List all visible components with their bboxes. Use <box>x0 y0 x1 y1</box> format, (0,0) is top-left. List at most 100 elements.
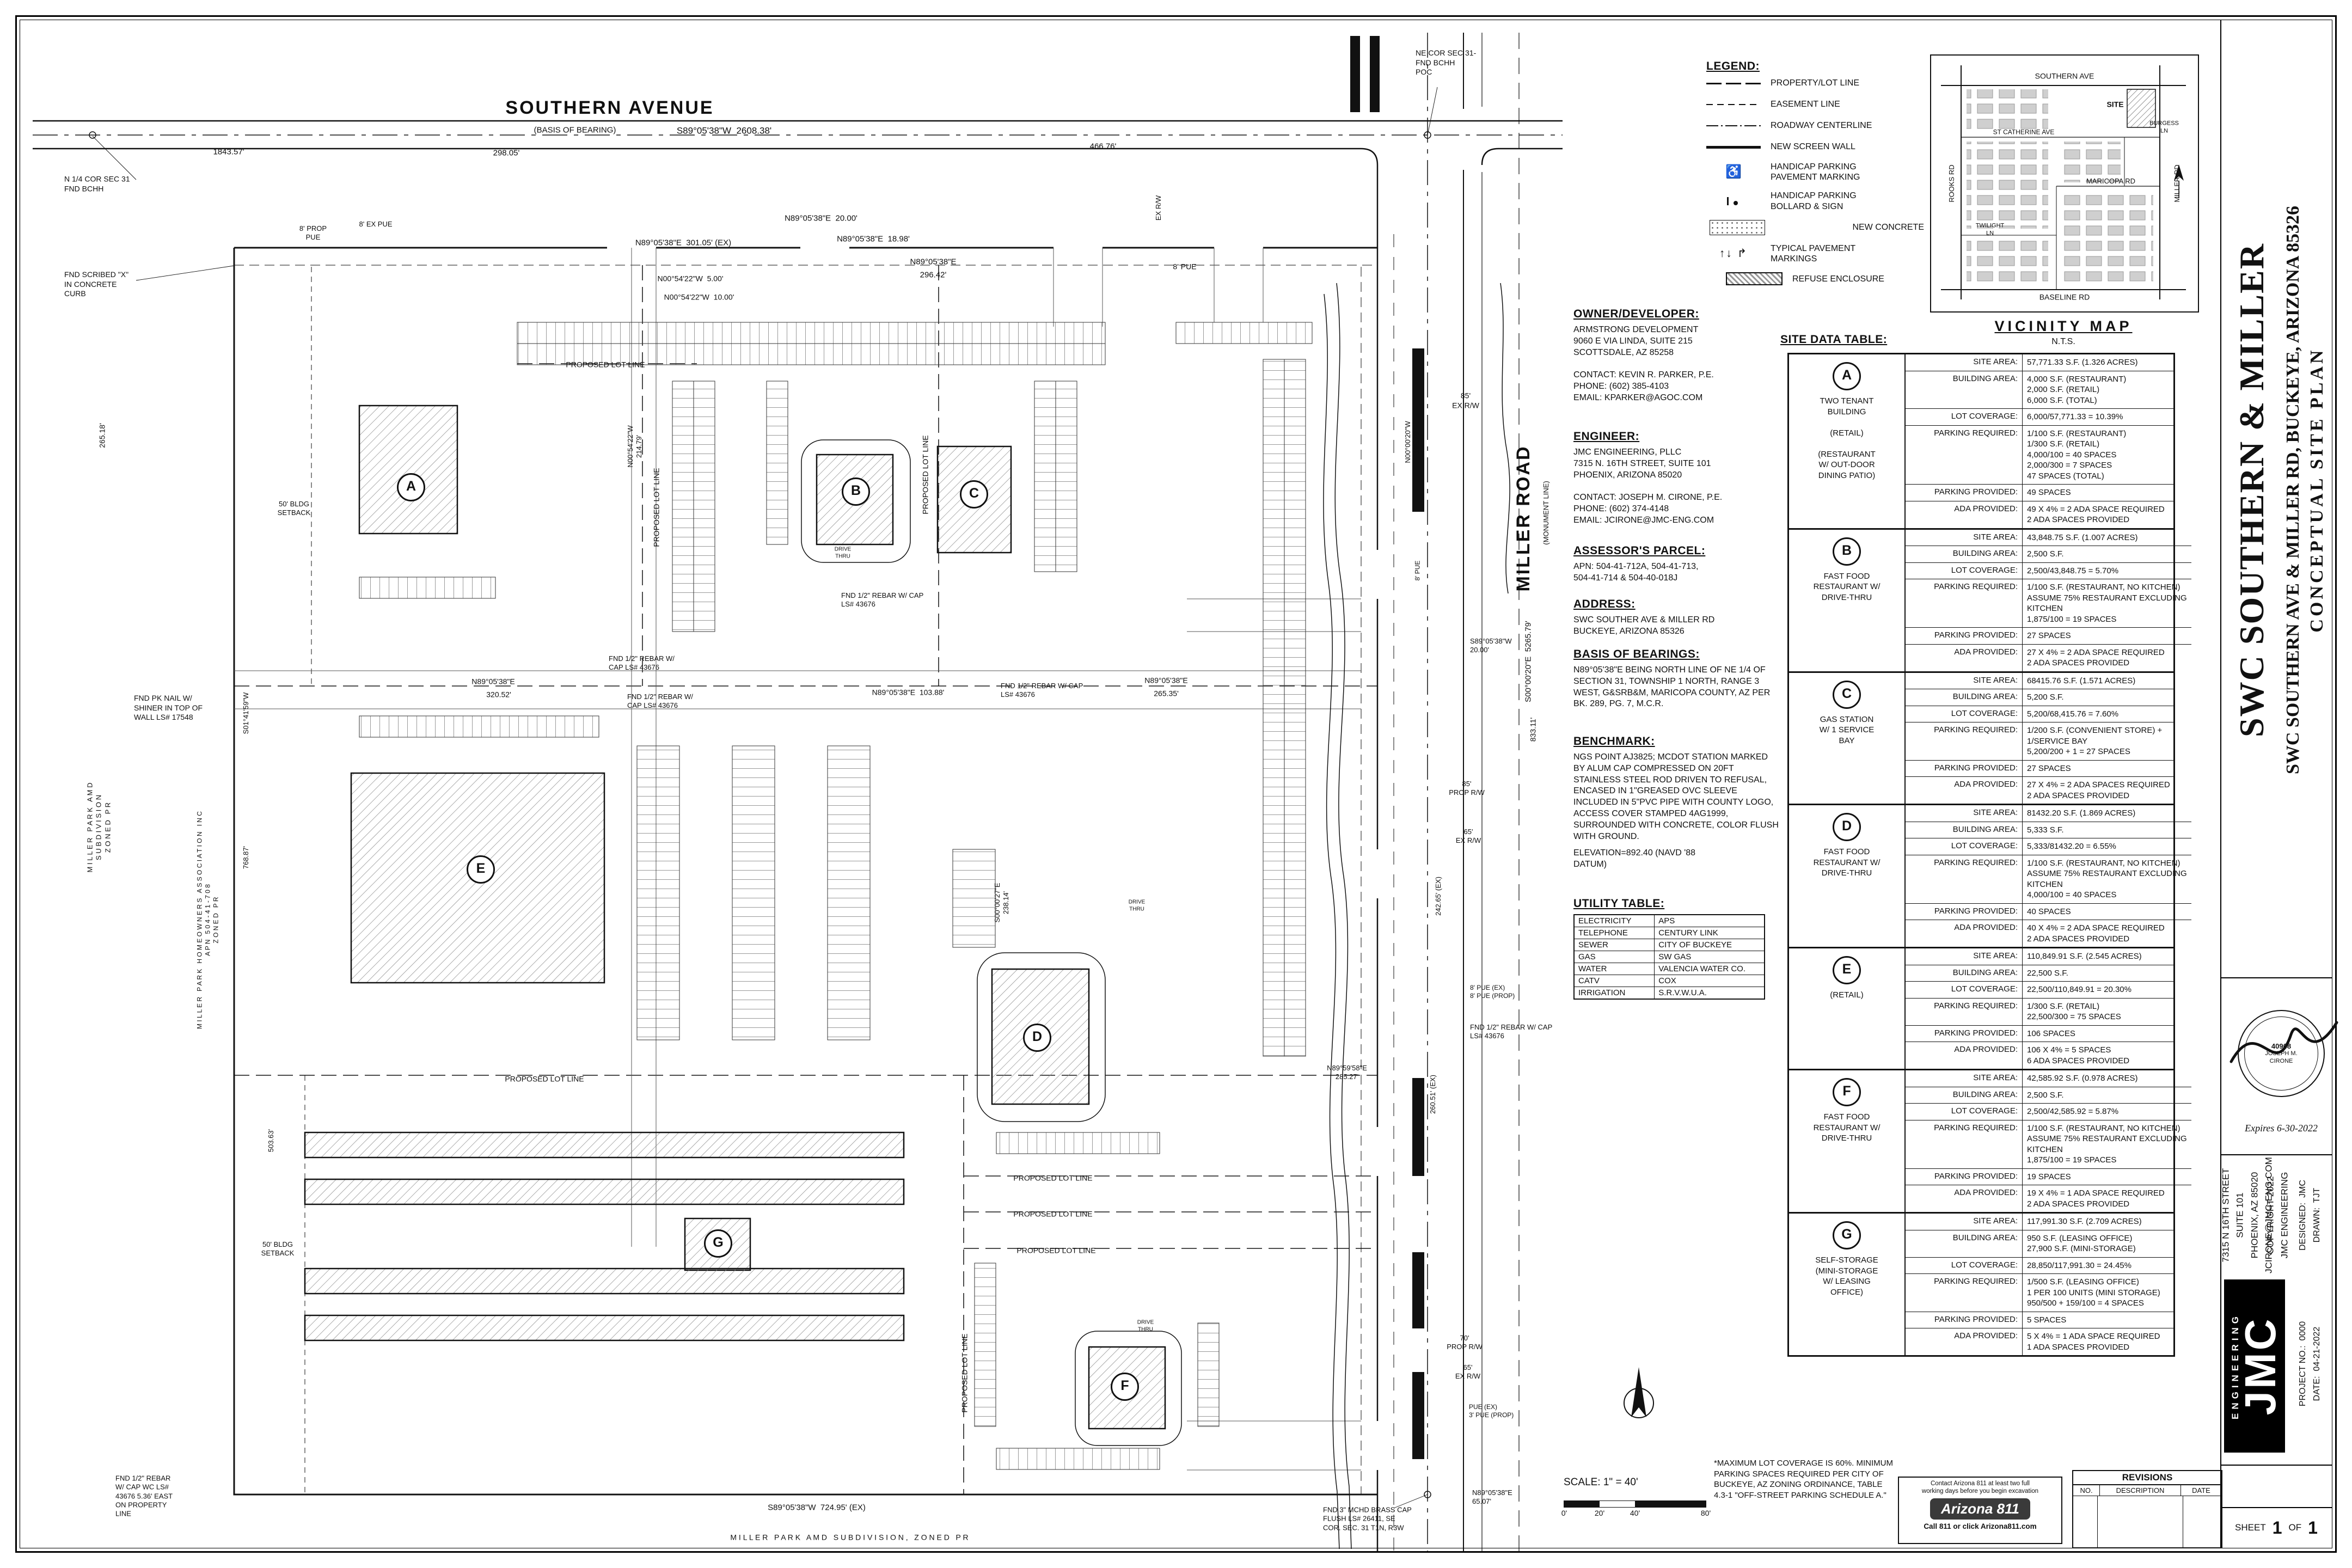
strip-line <box>2220 1154 2332 1155</box>
legend-item-label: REFUSE ENCLOSURE <box>1792 274 1884 284</box>
field-label: SITE AREA: <box>1906 354 2023 371</box>
owner-heading: OWNER/DEVELOPER: <box>1573 308 1699 320</box>
plan-annotation: FND PK NAIL W/ SHINER IN TOP OF WALL LS#… <box>134 693 203 721</box>
project-title: SWC SOUTHERN & MILLER <box>2232 243 2271 737</box>
field-label: BUILDING AREA: <box>1906 1230 2023 1257</box>
plan-annotation: N00°00'20"W 195.79' <box>1403 421 1420 463</box>
benchmark-heading: BENCHMARK: <box>1573 735 1655 748</box>
plan-annotation: 85' PROP R/W <box>1449 779 1485 797</box>
plan-annotation: N89°05'38"E 65.07' <box>1472 1488 1512 1505</box>
scale-tick: 0' <box>1561 1509 1567 1517</box>
building-use: SELF-STORAGE (MINI-STORAGE W/ LEASING OF… <box>1815 1255 1878 1297</box>
building-A-table-label: A <box>1833 362 1861 390</box>
wall-icon <box>1706 145 1761 149</box>
legend-title: LEGEND: <box>1706 60 1760 72</box>
plan-annotation: MILLER ROAD <box>1512 445 1534 592</box>
legend-item: PROPERTY/LOT LINE <box>1706 77 1924 90</box>
site-data-field: BUILDING AREA:2,500 S.F. <box>1906 546 2191 562</box>
legend-item-label: HANDICAP PARKING BOLLARD & SIGN <box>1771 191 1857 211</box>
easement-icon <box>1706 104 1761 105</box>
field-label: ADA PROVIDED: <box>1906 1042 2023 1069</box>
plan-annotation: 65' EX R/W <box>1455 1363 1481 1380</box>
plan-annotation: 320.52' <box>486 690 511 699</box>
site-data-field: BUILDING AREA:2,500 S.F. <box>1906 1086 2191 1103</box>
plan-annotation: 466.76' <box>1089 142 1117 151</box>
field-label: BUILDING AREA: <box>1906 546 2023 562</box>
plan-annotation: N89°05'38"E <box>471 677 515 686</box>
plan-annotation: FND 1/2" REBAR W/ CAP LS# 43676 <box>627 692 693 709</box>
field-value: 27 X 4% = 2 ADA SPACES REQUIRED 2 ADA SP… <box>2027 780 2170 800</box>
field-value: 6,000/57,771.33 = 10.39% <box>2027 412 2123 421</box>
field-value: 5,200/68,415.76 = 7.60% <box>2027 709 2119 719</box>
building-B-label: B <box>842 477 870 506</box>
site-data-field: BUILDING AREA:950 S.F. (LEASING OFFICE) … <box>1906 1229 2173 1257</box>
field-label: SITE AREA: <box>1906 948 2023 965</box>
plan-annotation: S89°05'38"W 20.00' <box>1470 636 1512 654</box>
building-use: FAST FOOD RESTAURANT W/ DRIVE-THRU <box>1813 847 1881 878</box>
field-value: 19 X 4% = 1 ADA SPACE REQUIRED 2 ADA SPA… <box>2027 1189 2165 1209</box>
site-data-field: PARKING REQUIRED:1/100 S.F. (RESTAURANT,… <box>1906 1119 2191 1168</box>
plan-annotation: N89°59'58"E 285.27' <box>1327 1063 1367 1081</box>
field-value: 2,500/43,848.75 = 5.70% <box>2027 566 2119 575</box>
plan-annotation: BASELINE RD <box>2039 292 2090 302</box>
field-value: 40 SPACES <box>2027 906 2071 916</box>
assessors-parcel-section: ASSESSOR'S PARCEL: APN: 504-41-712A, 504… <box>1573 544 1771 584</box>
engineer-body: JMC ENGINEERING, PLLC 7315 N. 16TH STREE… <box>1573 448 1723 525</box>
field-label: PARKING REQUIRED: <box>1906 1120 2023 1168</box>
site-data-field: SITE AREA:81432.20 S.F. (1.869 ACRES) <box>1906 805 2191 822</box>
field-value: 1/500 S.F. (LEASING OFFICE) 1 PER 100 UN… <box>2027 1277 2160 1308</box>
revisions-empty-rows <box>2073 1496 2221 1547</box>
plan-annotation: (BASIS OF BEARING) <box>534 125 616 135</box>
utility-provider: CENTURY LINK <box>1658 928 1718 938</box>
plan-annotation: PROPOSED LOT LINE <box>921 435 930 514</box>
vicinity-map-title: VICINITY MAP <box>1994 318 2133 334</box>
scale-bar-segment <box>1564 1501 1600 1507</box>
building-use: FAST FOOD RESTAURANT W/ DRIVE-THRU <box>1813 1112 1881 1143</box>
building-D-label: D <box>1023 1024 1051 1052</box>
site-data-field: BUILDING AREA:5,200 S.F. <box>1906 689 2175 706</box>
site-data-field: PARKING PROVIDED:27 SPACES <box>1906 627 2191 644</box>
plan-annotation: PROPOSED LOT LINE <box>960 1333 969 1413</box>
plan-annotation: 296.42' <box>920 270 947 280</box>
plan-annotation: S89°05'38"W 2608.38' <box>676 125 772 136</box>
field-value: 22,500 S.F. <box>2027 968 2068 978</box>
assessors-body: APN: 504-41-712A, 504-41-713, 504-41-714… <box>1573 562 1699 583</box>
plan-annotation: N89°05'38"E <box>910 257 957 267</box>
copyright-notice: COPYRIGHT 2022 JMC ENGINEERING <box>2265 1172 2290 1259</box>
strip-line <box>2220 1465 2332 1466</box>
field-value: 68415.76 S.F. (1.571 ACRES) <box>2027 676 2136 685</box>
plan-annotation: N00°54'22"W 214.79' <box>626 425 643 468</box>
utility-name: WATER <box>1575 963 1655 975</box>
legend-item-label: EASEMENT LINE <box>1771 100 1840 109</box>
site-data-field: PARKING PROVIDED:19 SPACES <box>1906 1168 2191 1185</box>
field-label: BUILDING AREA: <box>1906 965 2023 981</box>
plan-annotation: FND 1/2" REBAR W/ CAP WC LS# 43676 5.36'… <box>115 1474 173 1518</box>
field-label: LOT COVERAGE: <box>1906 1104 2023 1120</box>
benchmark-body: NGS POINT AJ3825; MCDOT STATION MARKED B… <box>1573 752 1779 841</box>
plan-annotation: M I L L E R P A R K A M D S U B D I V I … <box>85 782 112 873</box>
utility-provider: SW GAS <box>1658 952 1692 961</box>
basis-body: N89°05'38"E BEING NORTH LINE OF NE 1/4 O… <box>1573 665 1771 709</box>
site-data-field: ADA PROVIDED:40 X 4% = 2 ADA SPACE REQUI… <box>1906 920 2191 947</box>
hc-icon: ♿ <box>1725 164 1742 180</box>
site-data-field: SITE AREA:57,771.33 S.F. (1.326 ACRES) <box>1906 354 2173 371</box>
field-label: PARKING REQUIRED: <box>1906 998 2023 1025</box>
field-label: PARKING PROVIDED: <box>1906 1312 2023 1328</box>
sheet-number: 1 <box>2272 1517 2282 1538</box>
field-value: 110,849.91 S.F. (2.545 ACRES) <box>2027 952 2142 961</box>
field-value: 2,500 S.F. <box>2027 1090 2064 1100</box>
plan-annotation: N00°54'22"W 5.00' <box>657 274 724 283</box>
site-data-table-heading: SITE DATA TABLE: <box>1780 333 1888 346</box>
field-value: 1/100 S.F. (RESTAURANT, NO KITCHEN) ASSU… <box>2027 858 2187 900</box>
parking-footnote: *MAXIMUM LOT COVERAGE IS 60%. MINIMUM PA… <box>1714 1459 1893 1500</box>
field-label: PARKING REQUIRED: <box>1906 855 2023 903</box>
benchmark-section: BENCHMARK: NGS POINT AJ3825; MCDOT STATI… <box>1573 735 1780 871</box>
field-value: 5,333/81432.20 = 6.55% <box>2027 842 2116 851</box>
